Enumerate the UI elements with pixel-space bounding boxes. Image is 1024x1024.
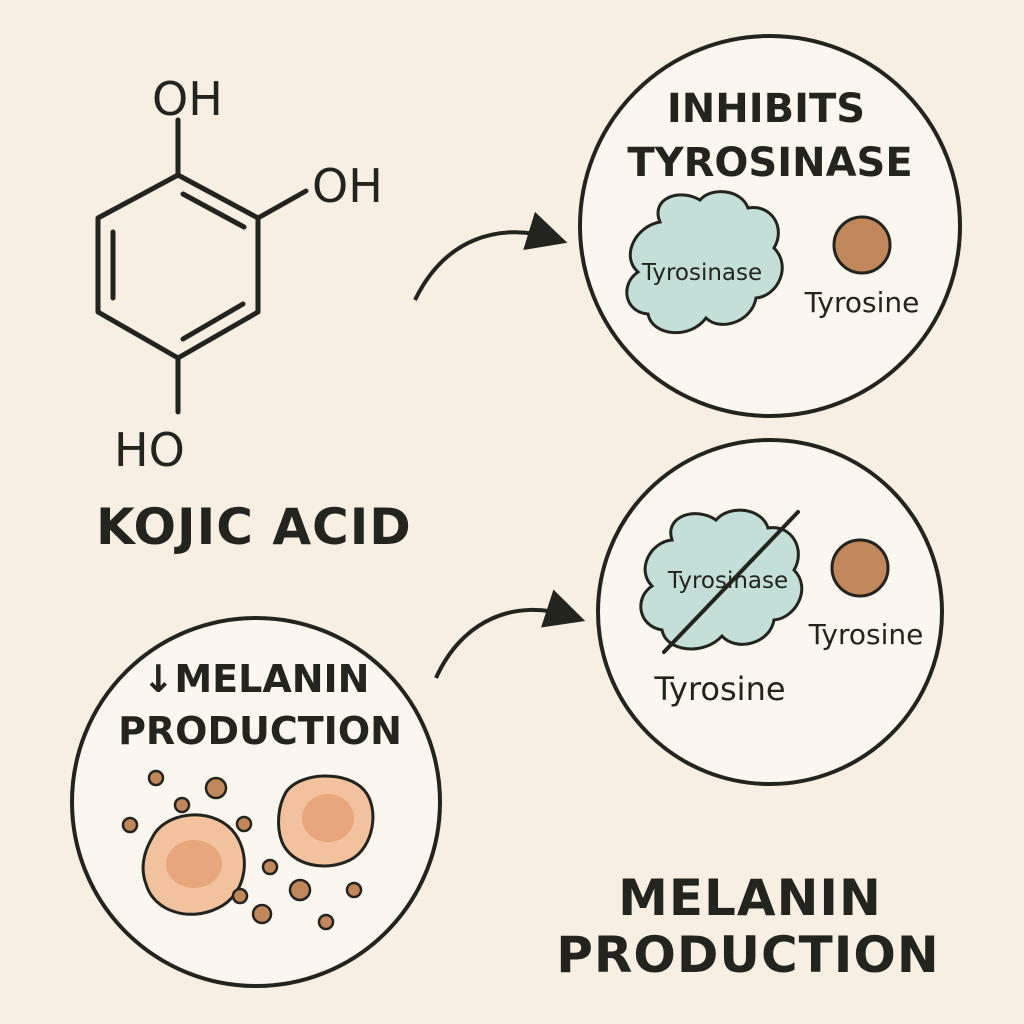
melanin-granules (121, 769, 363, 931)
molecule-structure (95, 117, 309, 415)
molecule-name: KOJIC ACID (96, 498, 412, 556)
melanin-granule (288, 878, 312, 902)
cell-nucleus (302, 794, 354, 842)
group-ho-bottom: HO (114, 423, 185, 477)
panel-title-line2: TYROSINASE (627, 140, 912, 186)
melanin-granule (121, 816, 139, 834)
footer-line1: MELANIN (618, 869, 882, 927)
bond-right (255, 188, 309, 221)
melanin-granule (251, 903, 273, 925)
group-oh-right: OH (312, 159, 383, 213)
footer-line2: PRODUCTION (556, 926, 940, 984)
tyrosinase-enzyme-blob (639, 508, 804, 651)
melanin-granule (231, 887, 249, 905)
blocked-tyrosinase-panel: Tyrosinase Tyrosine Tyrosine (596, 438, 944, 786)
melanin-granule (204, 776, 228, 800)
group-oh-top: OH (152, 72, 223, 126)
tyrosinase-label: Tyrosinase (667, 568, 788, 594)
inhibits-tyrosinase-panel: INHIBITS TYROSINASE Tyrosinase Tyrosine (578, 34, 962, 418)
panel-title-line2: PRODUCTION (118, 709, 402, 753)
melanin-granule (317, 913, 335, 931)
arrow-to-right-circle (434, 589, 586, 679)
melanin-granule (235, 815, 253, 833)
inhibition-slash (662, 510, 800, 654)
double-bond-bottom-right (180, 301, 246, 342)
tyrosine-molecule (832, 215, 892, 275)
melanin-granule (147, 769, 165, 787)
tyrosine-molecule (830, 538, 890, 598)
reduced-melanin-panel: ↓MELANIN PRODUCTION (70, 616, 442, 988)
tyrosinase-enzyme-blob (625, 190, 784, 334)
tyrosine-label: Tyrosine (804, 286, 920, 319)
double-bond-top-right (180, 191, 247, 230)
arrow-to-top-circle (413, 211, 568, 301)
tyrosine-bottom-label: Tyrosine (653, 670, 785, 708)
tyrosine-label: Tyrosine (808, 618, 924, 651)
tyrosinase-label: Tyrosinase (641, 260, 762, 286)
cell-nucleus (166, 840, 222, 888)
benzene-ring (95, 172, 261, 361)
melanin-granule (345, 881, 363, 899)
melanin-granule (173, 796, 191, 814)
panel-title-line1: INHIBITS (667, 86, 865, 132)
melanin-granule (261, 858, 279, 876)
panel-title-line1: ↓MELANIN (143, 657, 370, 701)
